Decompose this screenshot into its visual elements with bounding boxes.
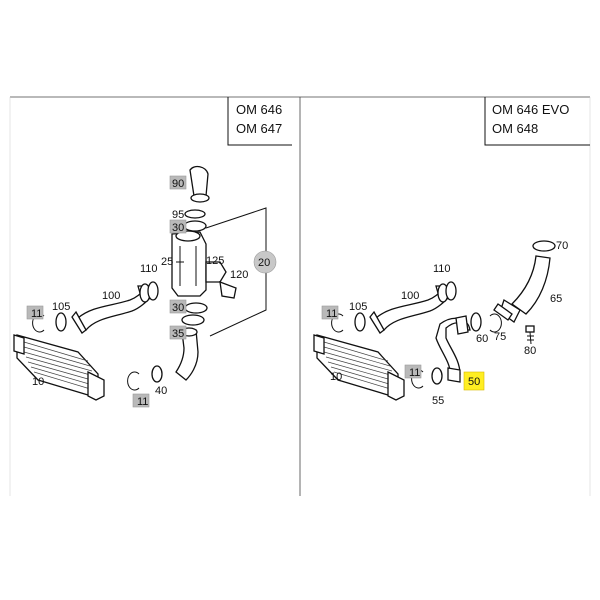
label-100-right: 100 <box>401 290 419 302</box>
label-60: 60 <box>476 333 488 345</box>
label-110-left: 110 <box>140 263 158 275</box>
label-105-right: 105 <box>349 301 367 313</box>
label-75: 75 <box>494 331 506 343</box>
label-50: 50 <box>468 376 480 388</box>
right-hose-50 <box>435 315 471 383</box>
callout-20 <box>253 250 277 274</box>
label-90: 90 <box>172 178 184 190</box>
right-intercooler <box>313 334 405 401</box>
label-80: 80 <box>524 345 536 357</box>
label-40: 40 <box>155 385 167 397</box>
engine-label-om646-evo: OM 646 EVO <box>492 102 569 117</box>
label-65: 65 <box>550 293 562 305</box>
highlight-50 <box>463 371 485 391</box>
left-seals-95-30 <box>183 209 207 232</box>
label-120: 120 <box>230 269 248 281</box>
engine-label-om646: OM 646 <box>236 102 282 117</box>
label-100-left: 100 <box>102 290 120 302</box>
left-throttle-housing <box>171 230 237 299</box>
engine-label-om647: OM 647 <box>236 121 282 136</box>
label-70: 70 <box>556 240 568 252</box>
label-10-left: 10 <box>32 376 44 388</box>
label-20: 20 <box>258 257 270 269</box>
right-pipe-65 <box>493 255 551 323</box>
left-clamps <box>32 281 163 391</box>
label-11-right-lower: 11 <box>409 367 420 379</box>
left-pipe-90 <box>189 165 210 203</box>
label-105-left: 105 <box>52 301 70 313</box>
label-10-right: 10 <box>330 371 342 383</box>
right-seal-70 <box>532 240 556 252</box>
label-30-lower: 30 <box>172 302 184 314</box>
right-clamps <box>331 281 502 389</box>
engine-label-om648: OM 648 <box>492 121 538 136</box>
label-55: 55 <box>432 395 444 407</box>
label-95: 95 <box>172 209 184 221</box>
left-intercooler <box>13 334 105 401</box>
right-engine-box: OM 646 EVO OM 648 <box>484 97 590 146</box>
label-110-right: 110 <box>433 263 451 275</box>
label-35: 35 <box>172 328 184 340</box>
label-30-upper: 30 <box>172 222 184 234</box>
label-11-left-lower: 11 <box>137 396 148 408</box>
left-engine-box: OM 646 OM 647 <box>227 97 292 146</box>
right-bolt-80 <box>525 325 535 345</box>
label-11-left-upper: 11 <box>31 308 42 320</box>
label-11-right-upper: 11 <box>326 308 337 320</box>
label-125: 125 <box>206 255 224 267</box>
label-25: 25 <box>161 256 173 268</box>
